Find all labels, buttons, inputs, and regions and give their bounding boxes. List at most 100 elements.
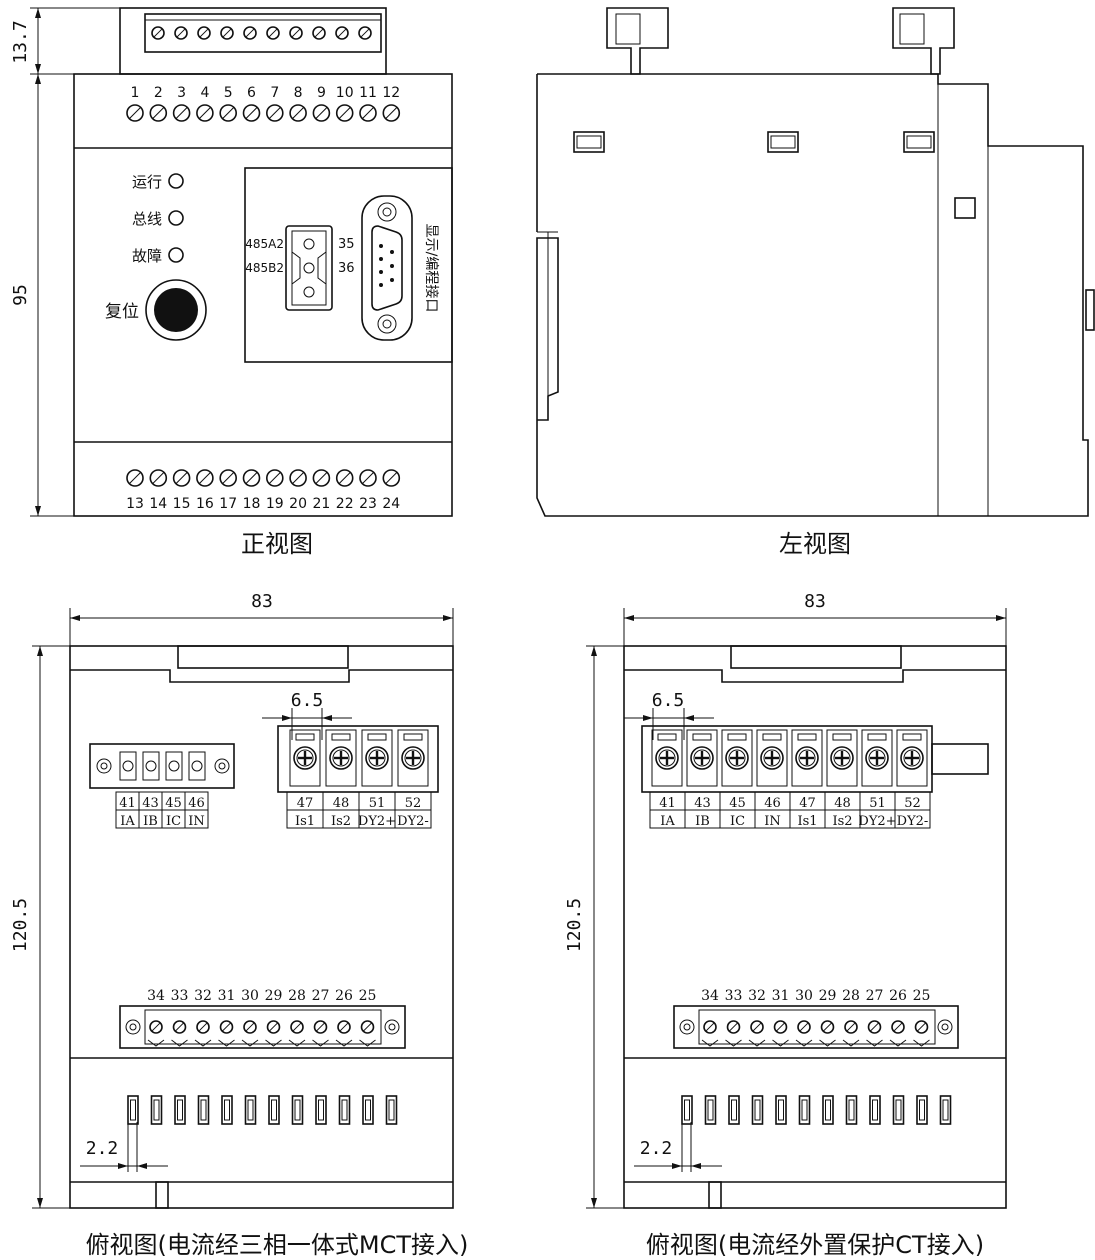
terminal-number: 10 (336, 85, 354, 101)
terminal-screw-icon (219, 104, 237, 122)
terminal-screw-icon-slot (245, 1022, 255, 1032)
cross-screw-icon-ring (865, 746, 889, 770)
terminal-number: 30 (795, 988, 813, 1004)
slot-inner (341, 1099, 348, 1121)
terminal-number: 52 (405, 796, 422, 811)
terminal-screw-icon-ring (891, 1020, 905, 1034)
connector-screw-icon-slot (314, 28, 324, 38)
terminal-name: IA (120, 814, 135, 829)
terminal-screw-icon-ring (126, 469, 144, 487)
cross-screw-icon-ring (760, 746, 784, 770)
terminal-screw-icon-ring (750, 1020, 764, 1034)
cross-screw-icon-tab (692, 733, 712, 741)
terminal-screw-icon (797, 1020, 811, 1034)
terminal-clamp (218, 1039, 235, 1047)
terminal-number: 43 (142, 796, 159, 811)
terminal-screw-icon-slot (152, 107, 165, 119)
cross-screw-icon-frame (826, 729, 858, 787)
cross-screw-icon-tab (727, 733, 747, 741)
slot-inner (919, 1099, 925, 1121)
cross-screw-icon-tab (762, 733, 782, 741)
terminal-number: 33 (171, 988, 189, 1004)
cross-screw-icon (651, 729, 683, 787)
slot-inner (754, 1099, 761, 1121)
terminal-screw-icon (242, 469, 261, 487)
terminal-screw-icon-ring (312, 104, 331, 122)
terminal-number: 31 (218, 988, 236, 1004)
terminal-number: 25 (913, 988, 931, 1004)
cross-screw-icon-tab (331, 733, 351, 741)
ct-bottom-slots (681, 1095, 952, 1125)
cross-screw-icon-frame (896, 729, 928, 787)
terminal-number: 33 (725, 988, 743, 1004)
connector-screw-icon-slot (176, 28, 186, 38)
slot-inner (707, 1099, 714, 1121)
terminal-number: 12 (382, 85, 400, 101)
terminal-screw-icon-slot (338, 472, 351, 484)
cross-screw-icon-tab (657, 733, 677, 741)
cross-screw-icon-frame (651, 729, 683, 787)
led-run-icon (168, 173, 184, 189)
terminal-number: 17 (219, 496, 237, 512)
terminal-number: 47 (297, 796, 314, 811)
mct-bottom-slots (127, 1095, 398, 1125)
terminal-screw-icon (914, 1020, 929, 1034)
led-bus-icon (168, 210, 184, 226)
terminal-screw-icon (265, 104, 284, 122)
connector-screw-icon-ring (335, 26, 349, 40)
cross-screw-icon-frame (397, 729, 429, 787)
cross-screw-icon-head (903, 749, 921, 767)
terminal-screw-icon (196, 104, 214, 122)
mct-bottom-terminal-screws (147, 1020, 376, 1047)
cross-screw-icon-frame (686, 729, 718, 787)
terminal-screw-icon-ring (359, 104, 377, 122)
terminal-screw-icon-ring (773, 1020, 788, 1034)
terminal-screw-icon-ring (335, 469, 354, 487)
slot (775, 1095, 787, 1125)
terminal-screw-icon-ring (149, 104, 168, 122)
cross-screw-icon-tab (867, 733, 887, 741)
cross-screw-icon-tab (832, 733, 852, 741)
terminal-screw-icon-slot (198, 472, 211, 484)
terminal-name: IB (695, 814, 710, 829)
terminal-screw-icon (382, 469, 401, 487)
front-dim-height: 95 (10, 284, 31, 306)
pin-housing (165, 751, 183, 781)
terminal-name: IN (188, 814, 205, 829)
terminal-clamp (772, 1039, 789, 1047)
top-view-ct: 83 120.5 41IA43IB45IC46IN47Is148Is251DY2… (564, 591, 1007, 1259)
pin-icon (191, 760, 203, 772)
terminal-screw-icon (891, 1020, 905, 1034)
terminal-screw-icon-ring (196, 469, 214, 487)
reset-button[interactable] (154, 288, 198, 332)
terminal-number: 29 (819, 988, 837, 1004)
cross-screw-icon-head (833, 749, 851, 767)
terminal-screw-icon-slot (268, 1022, 279, 1032)
terminal-screw-icon (773, 1020, 788, 1034)
terminal-screw-icon-ring (219, 469, 237, 487)
slot-inner (271, 1099, 277, 1121)
terminal-screw-icon (844, 1020, 858, 1034)
connector-screw-icon-ring (266, 26, 280, 40)
mct-dim-pitch: 6.5 (291, 690, 324, 711)
reset-button-ring (145, 279, 207, 341)
terminal-name: IB (143, 814, 158, 829)
cross-screw-icon-tab (403, 733, 423, 741)
connector-screw-icon (312, 26, 326, 40)
cross-screw-icon-ring (690, 746, 714, 770)
terminal-screw-icon-ring (196, 104, 214, 122)
cross-screw-icon-tab (902, 733, 922, 741)
terminal-screw-icon (196, 469, 214, 487)
slot (315, 1095, 327, 1125)
terminal-screw-icon-ring (290, 1020, 304, 1034)
terminal-screw-icon (196, 1020, 210, 1034)
terminal-screw-icon-ring (914, 1020, 929, 1034)
terminal-clamp (171, 1039, 188, 1047)
terminal-screw-icon (289, 469, 307, 487)
terminal-clamp (335, 1039, 353, 1047)
terminal-screw-icon-slot (268, 472, 281, 484)
terminal-screw-icon (750, 1020, 764, 1034)
pin-b-label: 36 (338, 261, 355, 276)
